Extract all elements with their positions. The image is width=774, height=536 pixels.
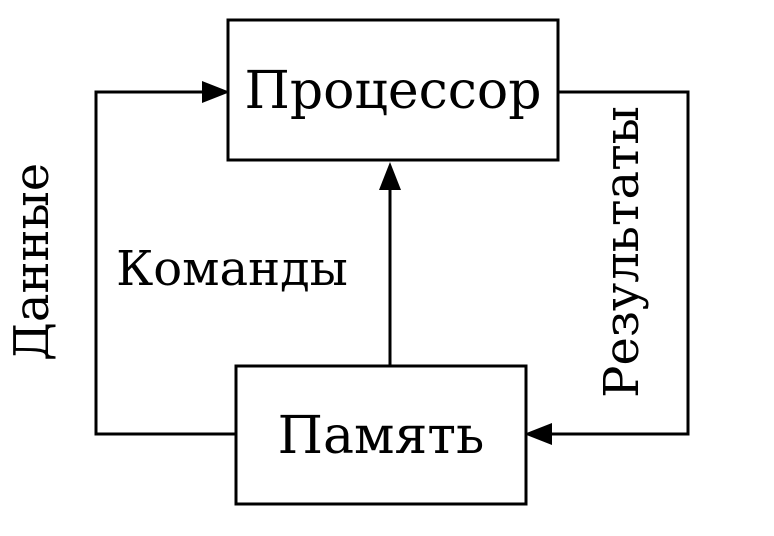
edge-data-arrowhead-icon — [202, 81, 230, 103]
edge-label-data: Данные — [4, 163, 60, 361]
processor-node-label: Процессор — [245, 61, 542, 121]
edge-results-line — [548, 90, 690, 436]
memory-node-box — [234, 364, 528, 506]
memory-node-label: Память — [278, 406, 485, 466]
edge-label-results: Результаты — [594, 106, 650, 398]
edge-data-line — [94, 90, 236, 436]
processor-node-box — [226, 18, 560, 162]
edge-commands-arrowhead-icon — [379, 162, 401, 190]
edge-results-arrowhead-icon — [524, 423, 552, 445]
edge-label-commands: Команды — [116, 241, 348, 297]
